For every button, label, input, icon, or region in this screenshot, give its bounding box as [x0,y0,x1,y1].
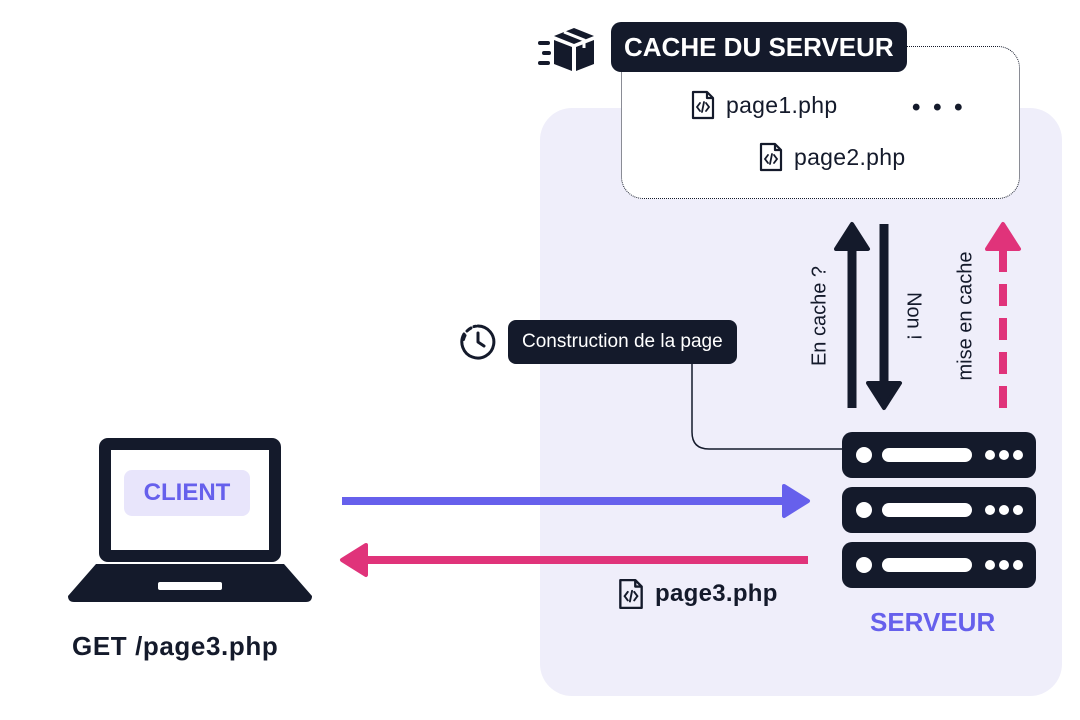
response-file-label: page3.php [655,580,778,607]
clock-icon [460,324,496,360]
code-file-icon [691,90,715,120]
request-label: GET /page3.php [72,631,279,661]
store-in-cache-label: mise en cache [954,251,977,381]
response-file: page3.php [617,578,778,610]
build-connector-line [691,364,844,450]
client-label: CLIENT [124,470,250,516]
cache-file-page2: page2.php [758,142,905,172]
code-file-icon [759,142,783,172]
no-arrow [866,224,902,410]
more-files-ellipsis: • • • [912,94,966,121]
request-arrow [342,484,810,518]
server-label: SERVEUR [870,607,996,637]
build-page-label: Construction de la page [508,320,737,364]
response-arrow [340,543,808,577]
code-file-icon [619,578,643,610]
server-rack-icon [842,432,1036,588]
laptop-icon [68,438,312,602]
cache-file-label: page2.php [794,143,906,170]
cache-check-arrow [834,222,870,408]
cache-file-page1: page1.php [690,90,837,120]
cache-title: CACHE DU SERVEUR [611,22,907,72]
store-in-cache-arrow [985,222,1021,408]
package-delivery-icon [538,28,594,71]
cache-check-label: En cache ? [808,265,831,367]
cache-file-label: page1.php [726,91,838,118]
no-label: Non ! [902,292,925,340]
